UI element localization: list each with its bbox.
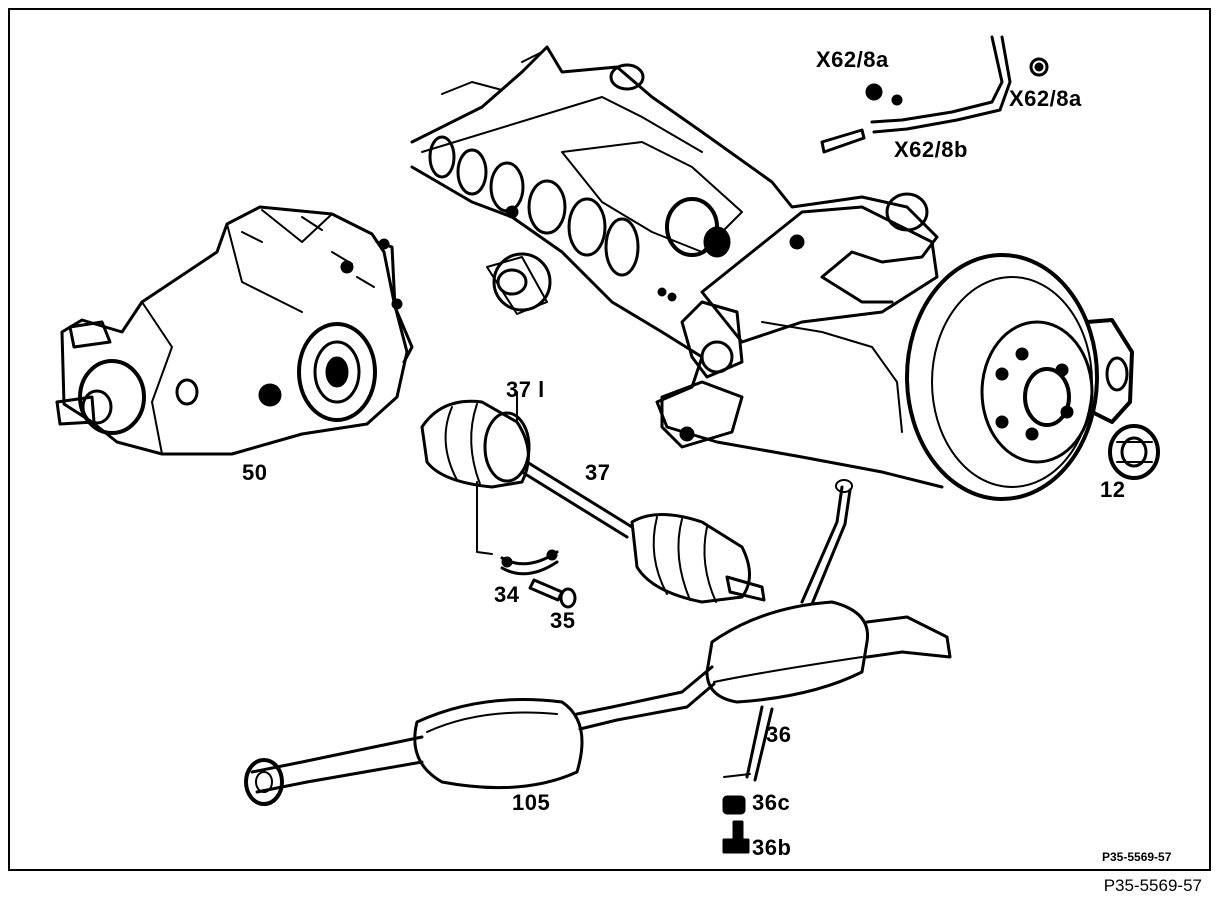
label-x62-8a-top: X62/8a bbox=[816, 47, 889, 72]
exhaust-system bbox=[244, 479, 952, 806]
inner-figure-code: P35-5569-57 bbox=[1102, 850, 1172, 864]
rubber-mount bbox=[722, 795, 746, 815]
brake-disc-hub bbox=[905, 253, 1134, 501]
drive-shaft bbox=[420, 391, 766, 604]
label-part-50: 50 bbox=[242, 460, 268, 485]
rear-axle-carrier bbox=[410, 45, 944, 489]
label-part-36b: 36b bbox=[752, 835, 792, 860]
label-part-36c: 36c bbox=[752, 790, 791, 815]
label-part-34: 34 bbox=[494, 582, 520, 607]
exploded-parts-drawing bbox=[55, 35, 1160, 854]
label-part-36: 36 bbox=[766, 722, 792, 747]
bolt bbox=[528, 578, 577, 609]
wiring-connector bbox=[820, 35, 1049, 154]
label-part-35: 35 bbox=[550, 608, 576, 633]
label-part-105: 105 bbox=[512, 790, 551, 815]
label-part-37l: 37 l bbox=[506, 377, 545, 402]
differential-housing bbox=[55, 205, 414, 456]
label-part-37: 37 bbox=[585, 460, 611, 485]
label-x62-8a-right: X62/8a bbox=[1009, 86, 1082, 111]
wheel-nut bbox=[1108, 424, 1160, 480]
figure-code: P35-5569-57 bbox=[1103, 876, 1202, 895]
label-x62-8b: X62/8b bbox=[894, 137, 968, 162]
retaining-clip bbox=[500, 549, 559, 576]
mount-bolt bbox=[722, 820, 750, 854]
label-part-12: 12 bbox=[1100, 477, 1126, 502]
diagram-frame: X62/8a X62/8a X62/8b 50 37 l 37 12 34 35… bbox=[8, 8, 1211, 871]
